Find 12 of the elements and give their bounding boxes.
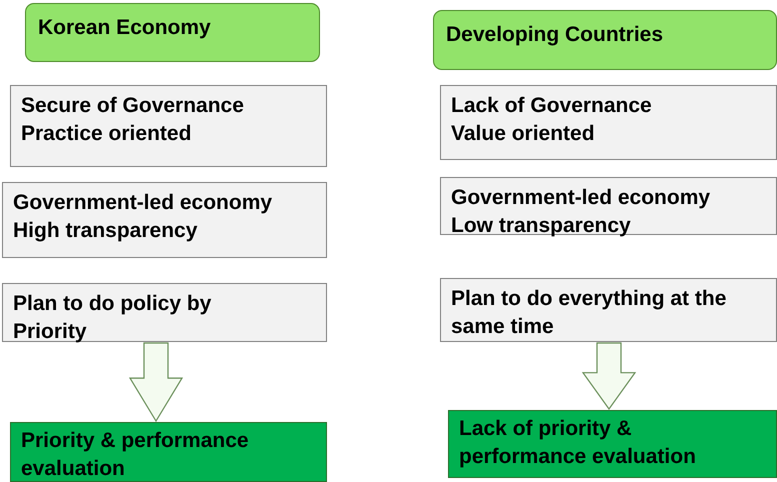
process-box: Lack of Governance Value oriented	[440, 85, 777, 160]
result-box: Priority & performance evaluation	[10, 422, 327, 482]
block-arrow	[582, 342, 636, 410]
header-box: Korean Economy	[25, 3, 320, 62]
process-box: Secure of Governance Practice oriented	[10, 85, 327, 167]
process-box: Government-led economy High transparency	[2, 182, 327, 258]
process-box: Plan to do everything at the same time	[440, 278, 777, 342]
process-box: Plan to do policy by Priority	[2, 283, 327, 342]
header-box: Developing Countries	[433, 10, 777, 70]
process-box: Government-led economy Low transparency	[440, 177, 777, 235]
result-box: Lack of priority & performance evaluation	[448, 410, 777, 478]
block-arrow	[128, 342, 184, 422]
